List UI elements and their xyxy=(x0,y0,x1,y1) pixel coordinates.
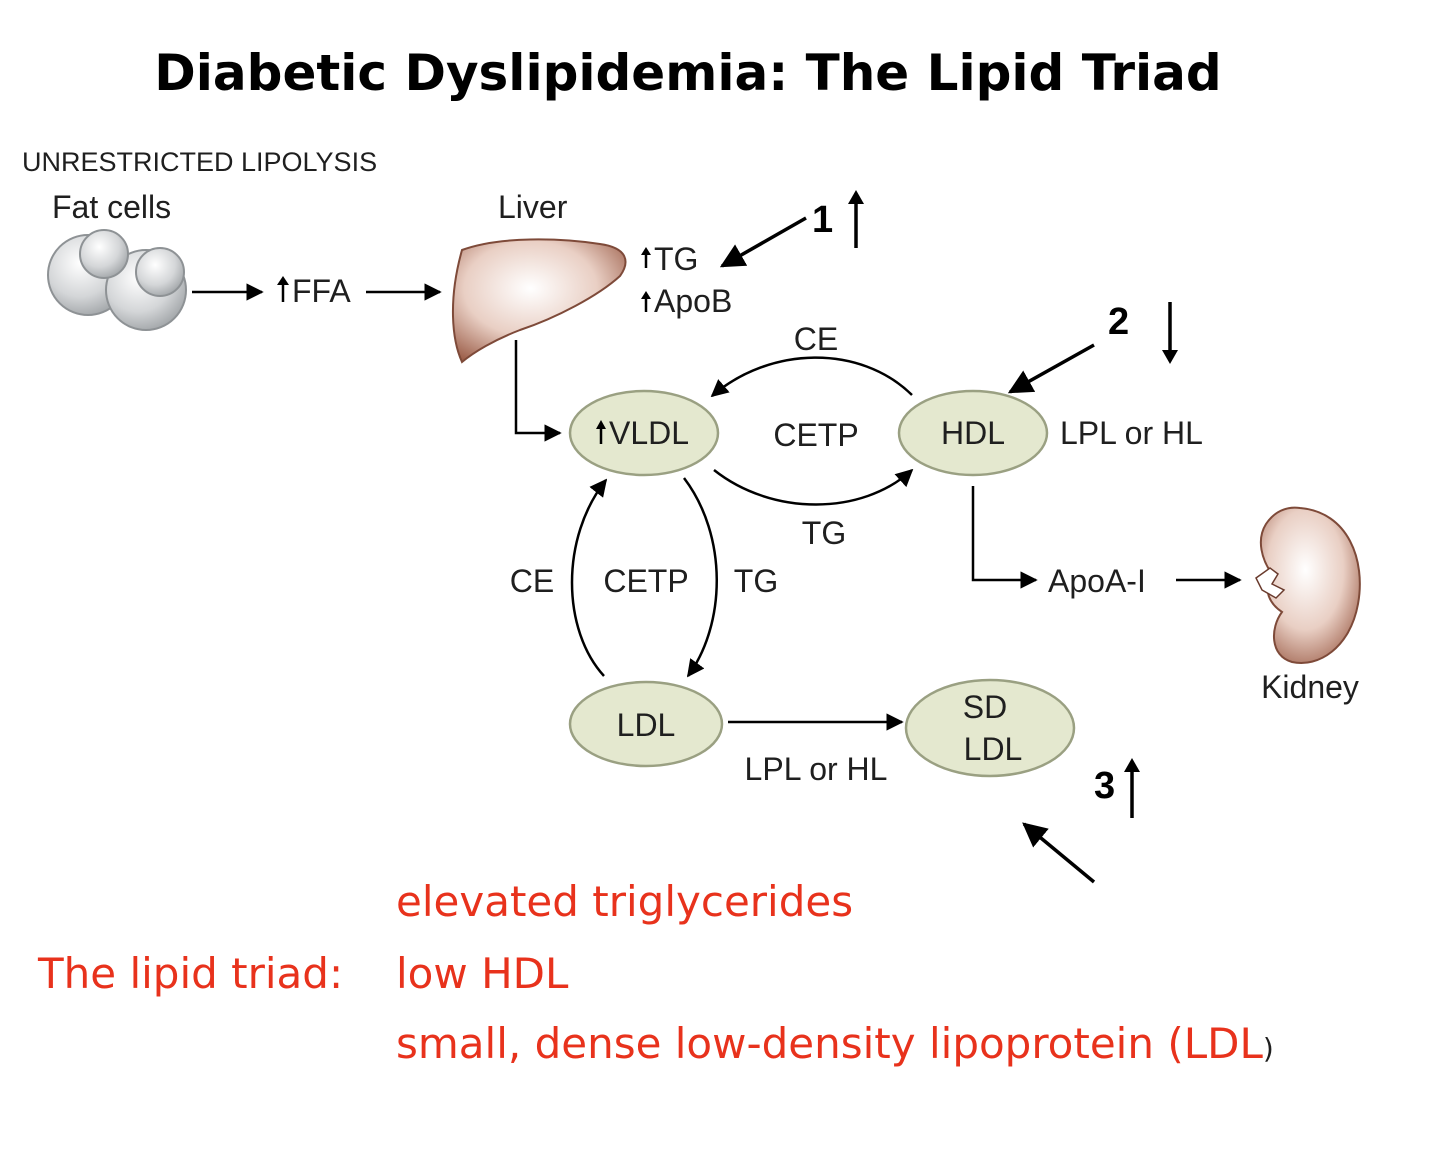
marker-1-up-arrow-icon xyxy=(848,190,864,248)
arrow-liver-to-vldl xyxy=(514,340,562,442)
sd-ldl-node xyxy=(904,678,1076,778)
lpl-or-hl-bottom-label: LPL or HL xyxy=(745,751,888,787)
triad-item-sd-ldl-close: ) xyxy=(1263,1032,1274,1065)
marker-3-pointer-arrow xyxy=(1022,822,1096,884)
ce-top-label: CE xyxy=(794,321,838,357)
apob-increase-label: ApoB xyxy=(654,283,732,319)
tg-bottom-label: TG xyxy=(802,515,846,551)
tg-increase-label: TG xyxy=(654,241,698,277)
ffa-up-arrow-icon xyxy=(277,276,289,302)
kidney-icon xyxy=(1255,506,1361,664)
marker-3-up-arrow-icon xyxy=(1124,758,1140,818)
marker-2-pointer-arrow xyxy=(1007,343,1095,394)
cetp-top-label: CETP xyxy=(773,417,858,453)
arrow-tg-vldl-to-ldl xyxy=(683,477,718,678)
tg-up-arrow-icon xyxy=(641,247,651,268)
lpl-or-hl-right-label: LPL or HL xyxy=(1060,415,1203,451)
marker-1-number: 1 xyxy=(812,199,833,241)
kidney-label: Kidney xyxy=(1261,669,1359,705)
triad-item-sd-ldl: small, dense low-density lipoprotein (LD… xyxy=(396,1019,1274,1068)
hdl-node xyxy=(897,389,1049,477)
fat-cells-icon xyxy=(47,229,187,331)
hdl-label: HDL xyxy=(941,415,1005,451)
arrow-hdl-to-apoa1 xyxy=(971,486,1038,589)
marker-3-number: 3 xyxy=(1094,765,1115,807)
marker-2-down-arrow-icon xyxy=(1162,302,1178,364)
arrow-ce-hdl-to-vldl xyxy=(710,356,913,398)
vldl-up-arrow-icon xyxy=(596,420,606,444)
triad-item-low-hdl: low HDL xyxy=(396,949,569,998)
vldl-node xyxy=(568,389,720,477)
marker-2-number: 2 xyxy=(1108,301,1129,343)
ldl-node xyxy=(568,680,724,768)
arrow-ce-ldl-to-vldl xyxy=(570,478,608,677)
arrow-tg-vldl-to-hdl xyxy=(713,468,914,506)
liver-label: Liver xyxy=(498,189,568,225)
vldl-label: VLDL xyxy=(609,415,689,451)
triad-lead: The lipid triad: xyxy=(37,949,343,998)
triad-item-sd-ldl-text: small, dense low-density lipoprotein (LD… xyxy=(396,1019,1263,1068)
liver-icon xyxy=(451,238,627,364)
sd-ldl-label-line1: SD xyxy=(963,689,1007,725)
apoa1-label: ApoA-I xyxy=(1048,563,1146,599)
fat-cells-label: Fat cells xyxy=(52,189,171,225)
apob-up-arrow-icon xyxy=(641,291,651,312)
marker-1-pointer-arrow xyxy=(719,216,807,268)
ffa-label: FFA xyxy=(292,273,351,309)
unrestricted-lipolysis-label: UNRESTRICTED LIPOLYSIS xyxy=(22,147,377,177)
tg-right-label: TG xyxy=(734,563,778,599)
page-title: Diabetic Dyslipidemia: The Lipid Triad xyxy=(154,44,1221,102)
sd-ldl-label-line2: LDL xyxy=(964,731,1023,767)
ce-left-label: CE xyxy=(510,563,554,599)
cetp-left-label: CETP xyxy=(603,563,688,599)
triad-item-elevated-triglycerides: elevated triglycerides xyxy=(396,877,853,926)
ldl-label: LDL xyxy=(617,707,676,743)
